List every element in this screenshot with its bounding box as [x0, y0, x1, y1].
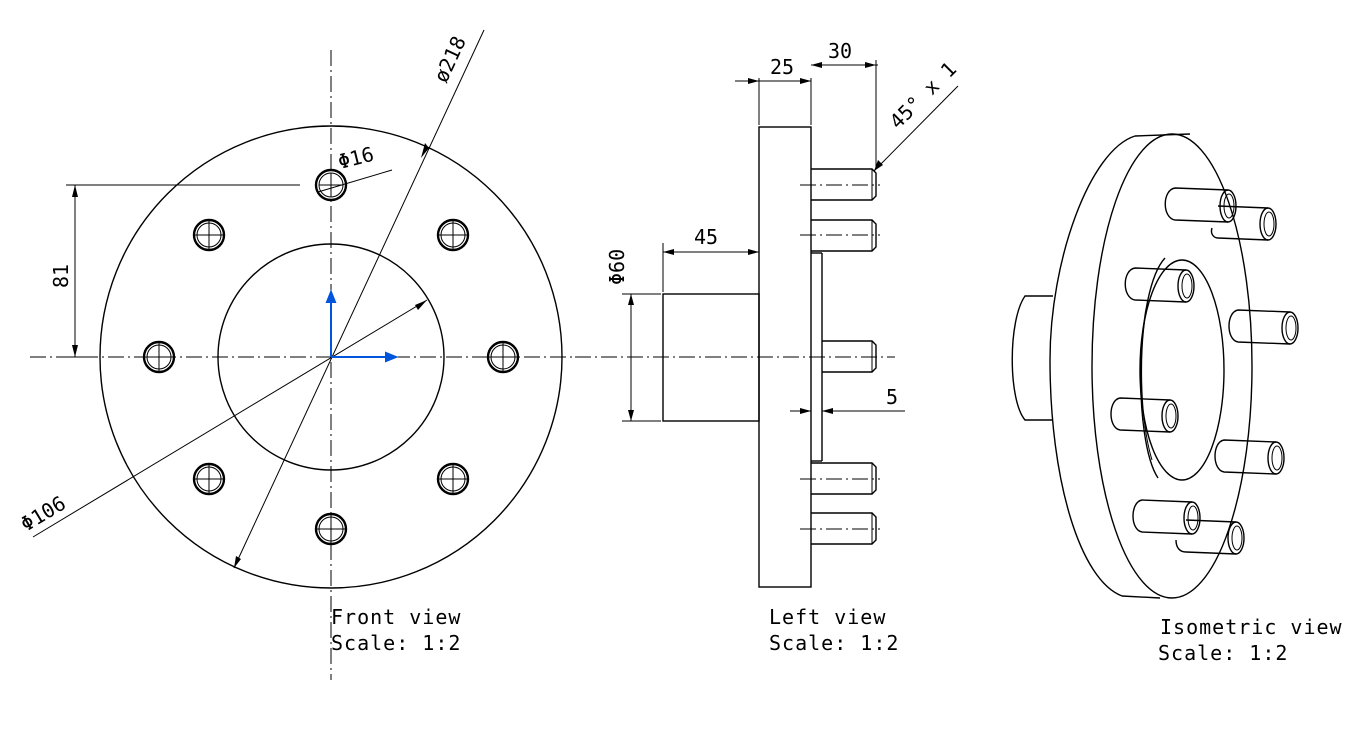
front-inner-circle	[217, 243, 445, 471]
dim-81: 81	[49, 184, 300, 358]
flange-plate	[758, 126, 812, 588]
front-outer-circle	[99, 125, 563, 589]
left-view: 25 30 45° x 1 45	[575, 39, 961, 655]
dim-45-text: 45	[694, 225, 718, 249]
dim-diameter-106: Φ106	[16, 299, 428, 538]
dim-45: 45	[662, 225, 759, 292]
dim-81-text: 81	[49, 264, 73, 288]
dim-16-text: Φ16	[335, 142, 376, 174]
bolt-hole-bottom-left	[192, 462, 226, 496]
left-view-scale: Scale: 1:2	[769, 631, 899, 655]
iso-stud-4	[1228, 309, 1299, 345]
iso-hub	[1011, 295, 1053, 421]
iso-flange-face	[1091, 133, 1253, 599]
iso-stud-8	[1175, 519, 1245, 555]
dim-diameter-16: Φ16	[317, 142, 393, 193]
bolt-hole-top-left	[192, 218, 226, 252]
isometric-view: Isometric view Scale: 1:2	[1011, 133, 1343, 665]
dim-60-text: Φ60	[605, 249, 629, 285]
bolt-hole-left	[142, 340, 176, 374]
front-view-title: Front view	[331, 605, 461, 629]
stud-5	[800, 512, 880, 545]
iso-stud-3	[1124, 267, 1195, 303]
dim-25-text: 25	[770, 55, 794, 79]
stud-4	[800, 462, 880, 495]
dim-30: 30	[811, 39, 878, 168]
bolt-hole-bottom-right	[436, 462, 470, 496]
left-view-title: Left view	[769, 605, 886, 629]
coordinate-axes-icon	[325, 289, 399, 363]
iso-stud-6	[1214, 439, 1285, 475]
dim-diameter-60: Φ60	[605, 249, 661, 422]
bolt-hole-top-right	[436, 218, 470, 252]
dim-106-text: Φ106	[16, 491, 70, 536]
bolt-hole-right	[486, 340, 520, 374]
stud-1	[800, 168, 880, 201]
iso-stud-2	[1210, 205, 1277, 241]
bolt-hole-bottom	[314, 512, 348, 546]
iso-stud-5	[1110, 397, 1179, 433]
dim-diameter-218: ø218	[233, 29, 485, 569]
stud-2	[800, 219, 880, 252]
dim-5: 5	[790, 385, 905, 414]
dim-25: 25	[735, 55, 812, 125]
iso-view-scale: Scale: 1:2	[1158, 641, 1288, 665]
dim-chamfer: 45° x 1	[873, 57, 961, 172]
front-view: ø218 Φ16 Φ106 81 Front v	[16, 29, 575, 680]
dim-5-text: 5	[886, 385, 898, 409]
iso-view-title: Isometric view	[1160, 615, 1343, 639]
front-view-scale: Scale: 1:2	[331, 631, 461, 655]
stud-3	[822, 340, 877, 373]
dim-218-text: ø218	[429, 32, 471, 86]
dim-30-text: 30	[828, 39, 852, 63]
iso-stud-7	[1132, 499, 1201, 535]
